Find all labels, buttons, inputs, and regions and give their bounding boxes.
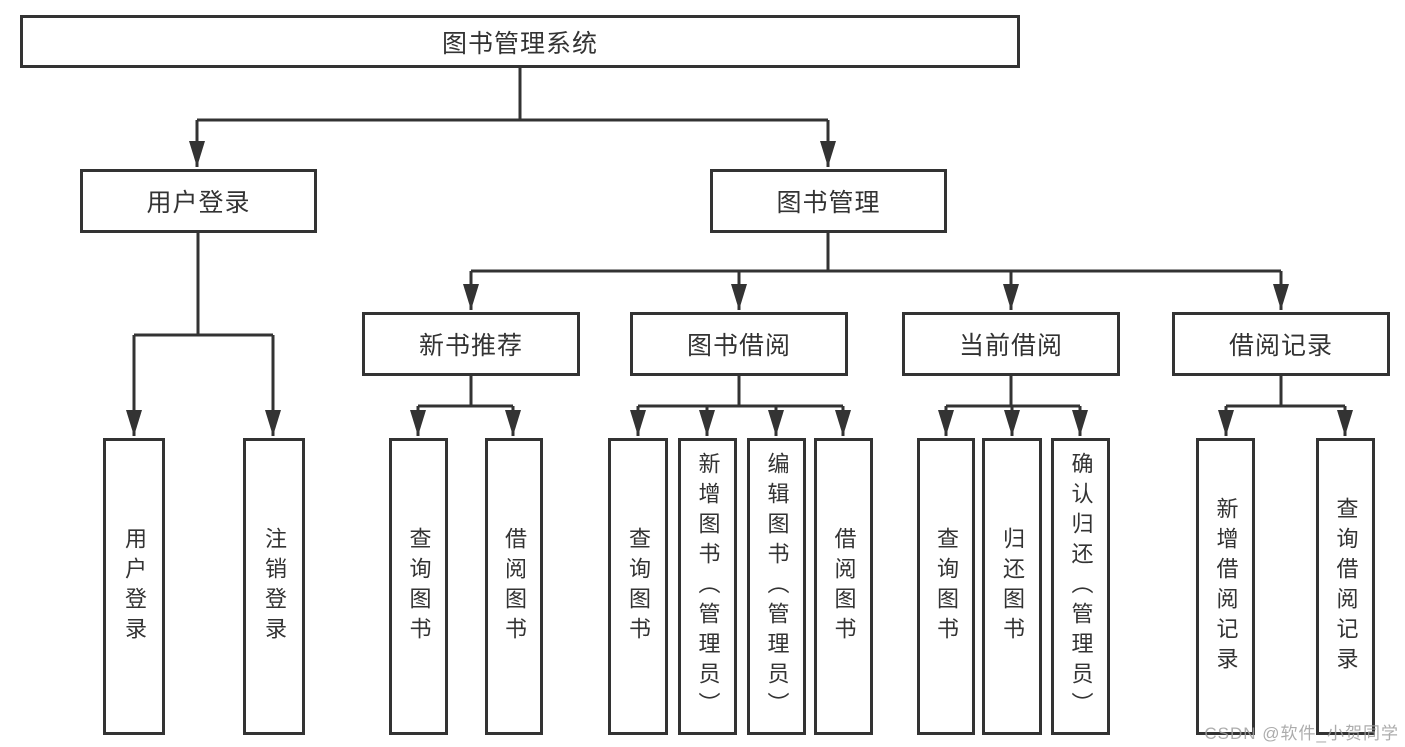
leaf-current-return-books-label: 归还图书 (1000, 526, 1025, 647)
leaf-records-query-record: 查询借阅记录 (1316, 438, 1375, 735)
node-new-book-recommendation-label: 新书推荐 (418, 332, 523, 360)
leaf-borrow-edit-books: 编辑图书（管理员） (747, 438, 806, 735)
node-user-login-group-label: 用户登录 (146, 189, 251, 217)
leaf-borrow-query-books: 查询图书 (608, 438, 668, 735)
leaf-rec-query-books: 查询图书 (389, 438, 448, 735)
leaf-current-query-books: 查询图书 (917, 438, 975, 735)
watermark: CSDN @软件_小贺同学 (1204, 724, 1399, 743)
node-user-login-group: 用户登录 (80, 169, 317, 233)
leaf-rec-borrow-books-label: 借阅图书 (502, 526, 527, 647)
node-root: 图书管理系统 (20, 15, 1020, 68)
leaf-borrow-add-books: 新增图书（管理员） (678, 438, 737, 735)
leaf-borrow-query-books-label: 查询图书 (626, 526, 651, 647)
leaf-current-confirm-return-label: 确认归还（管理员） (1068, 451, 1094, 722)
leaf-records-query-record-label: 查询借阅记录 (1333, 496, 1359, 677)
node-new-book-recommendation: 新书推荐 (362, 312, 580, 376)
leaf-rec-borrow-books: 借阅图书 (485, 438, 543, 735)
leaf-logout-label: 注销登录 (262, 526, 287, 647)
leaf-user-login: 用户登录 (103, 438, 165, 735)
leaf-rec-query-books-label: 查询图书 (406, 526, 432, 647)
node-book-management-group: 图书管理 (710, 169, 947, 233)
leaf-current-query-books-label: 查询图书 (934, 526, 959, 647)
leaf-records-add-record-label: 新增借阅记录 (1213, 496, 1239, 677)
leaf-current-confirm-return: 确认归还（管理员） (1051, 438, 1110, 735)
node-current-borrowing-label: 当前借阅 (958, 332, 1063, 360)
leaf-borrow-borrow-books-label: 借阅图书 (831, 526, 857, 647)
node-borrowing-records: 借阅记录 (1172, 312, 1390, 376)
leaf-logout: 注销登录 (243, 438, 305, 735)
leaf-user-login-label: 用户登录 (122, 526, 147, 647)
leaf-borrow-add-books-label: 新增图书（管理员） (695, 451, 721, 722)
node-book-management-group-label: 图书管理 (776, 189, 881, 217)
leaf-borrow-borrow-books: 借阅图书 (814, 438, 873, 735)
node-borrowing-records-label: 借阅记录 (1228, 332, 1333, 360)
node-book-borrowing-label: 图书借阅 (686, 332, 791, 360)
leaf-records-add-record: 新增借阅记录 (1196, 438, 1255, 735)
node-root-label: 图书管理系统 (441, 29, 598, 58)
node-current-borrowing: 当前借阅 (902, 312, 1120, 376)
leaf-current-return-books: 归还图书 (982, 438, 1042, 735)
node-book-borrowing: 图书借阅 (630, 312, 848, 376)
leaf-borrow-edit-books-label: 编辑图书（管理员） (764, 451, 790, 722)
